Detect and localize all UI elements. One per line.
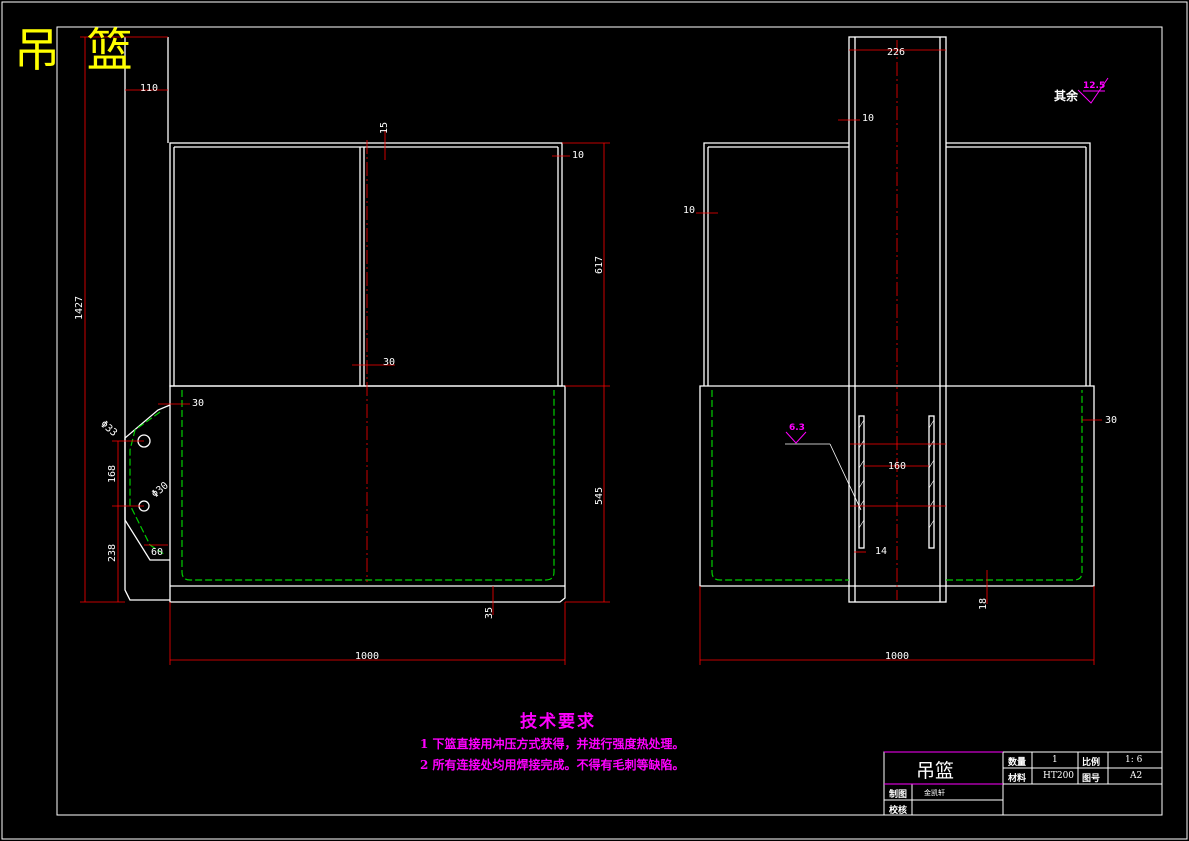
- plate-left: [858, 415, 865, 549]
- dim-plate-spacing: 160: [888, 461, 906, 472]
- tb-material: HT200: [1043, 771, 1075, 781]
- upper-frame: [169, 142, 563, 387]
- front-view-dim-text: 110 1427 15 10 617 30 545 30 Φ33 Φ30 168…: [74, 83, 605, 662]
- dim-post: 30: [383, 357, 395, 368]
- side-upper-left: [703, 142, 849, 386]
- side-view-hidden: [711, 390, 1083, 581]
- hook-plate: [124, 404, 171, 561]
- dim-column-width: 226: [887, 47, 905, 58]
- roughness-symbol: [1077, 77, 1109, 104]
- dim-wall-side: 30: [1105, 415, 1117, 426]
- tb-checked-label: 校核: [889, 806, 908, 816]
- dim-web: 15: [379, 122, 390, 134]
- side-hidden-right: [946, 390, 1083, 581]
- tb-drawn-by: 金凯轩: [924, 789, 945, 797]
- hatch: [858, 519, 865, 529]
- side-view-dims: [696, 49, 1102, 665]
- dim-side-wall: 10: [683, 205, 695, 216]
- front-view-dims: [80, 36, 610, 665]
- drawing-title: 吊 篮: [14, 23, 139, 77]
- dim-column-wall: 10: [862, 113, 874, 124]
- weld-roughness-mark: [785, 431, 807, 444]
- basket-hidden-line: [181, 390, 555, 581]
- tb-quantity: 1: [1052, 755, 1058, 765]
- dim-bottom-side: 18: [978, 598, 989, 610]
- hatch: [928, 459, 935, 469]
- title-block-accent: [884, 751, 1003, 785]
- roughness-prefix: 其余: [1054, 88, 1079, 103]
- center-column: [848, 36, 947, 603]
- inner-border: [56, 26, 1163, 816]
- tb-name: 吊篮: [916, 760, 955, 782]
- dim-wall: 30: [192, 398, 204, 409]
- tb-scale: 1: 6: [1125, 755, 1143, 765]
- side-view-dim-text: 226 10 10 30 160 14 18 1000: [683, 47, 1117, 662]
- hatch: [928, 479, 935, 489]
- tb-drawing-no-label: 图号: [1082, 774, 1101, 784]
- hook-hidden-line: [129, 411, 166, 556]
- roughness-value: 12.5: [1083, 81, 1105, 91]
- hatch: [858, 479, 865, 489]
- dim-width-side: 1000: [885, 651, 909, 662]
- hatch: [928, 499, 935, 509]
- tb-drawing-no: A2: [1130, 771, 1143, 781]
- hatch: [928, 519, 935, 529]
- side-view-hatching: [858, 419, 935, 529]
- tech-req-item-1: 1 下篮直接用冲压方式获得，并进行强度热处理。: [420, 737, 685, 751]
- dim-plate-thick: 14: [875, 546, 887, 557]
- lower-basket: [169, 385, 566, 603]
- dim-lower-height: 545: [594, 487, 605, 505]
- tb-material-label: 材料: [1008, 774, 1027, 784]
- side-hidden-left: [711, 390, 849, 581]
- tb-drawn-label: 制图: [889, 790, 908, 800]
- side-view: [699, 36, 1095, 603]
- dim-height-total: 1427: [74, 296, 85, 320]
- roughness-mark: [1077, 77, 1109, 104]
- weld-leader-diagonal: [829, 443, 862, 511]
- dim-width: 1000: [355, 651, 379, 662]
- side-upper-right: [946, 142, 1091, 386]
- tb-quantity-label: 数量: [1008, 758, 1027, 768]
- plate-right: [928, 415, 935, 549]
- dim-bottom: 35: [484, 607, 495, 619]
- dim-hole-small: Φ30: [150, 480, 171, 500]
- front-view-hidden: [129, 390, 555, 581]
- dim-top-width: 110: [140, 83, 158, 94]
- dim-hole-spacing: 168: [107, 465, 118, 483]
- weld-roughness-value: 6.3: [789, 423, 805, 433]
- hatch: [928, 419, 935, 429]
- tech-req-title: 技术要求: [520, 712, 596, 732]
- dim-flange: 10: [572, 150, 584, 161]
- hatch: [858, 419, 865, 429]
- left-bar-inner: [124, 37, 170, 601]
- dim-hole-large: Φ33: [98, 419, 119, 439]
- dim-hole-bottom: 238: [107, 544, 118, 562]
- tech-req-item-2: 2 所有连接处均用焊接完成。不得有毛刺等缺陷。: [420, 758, 685, 772]
- hatch: [858, 459, 865, 469]
- weld-symbol: [785, 443, 862, 511]
- front-view: [124, 37, 566, 603]
- weld-roughness: [785, 431, 807, 444]
- dim-hook-width: 60: [151, 547, 163, 558]
- tb-scale-label: 比例: [1082, 758, 1101, 768]
- dim-upper-height: 617: [594, 256, 605, 274]
